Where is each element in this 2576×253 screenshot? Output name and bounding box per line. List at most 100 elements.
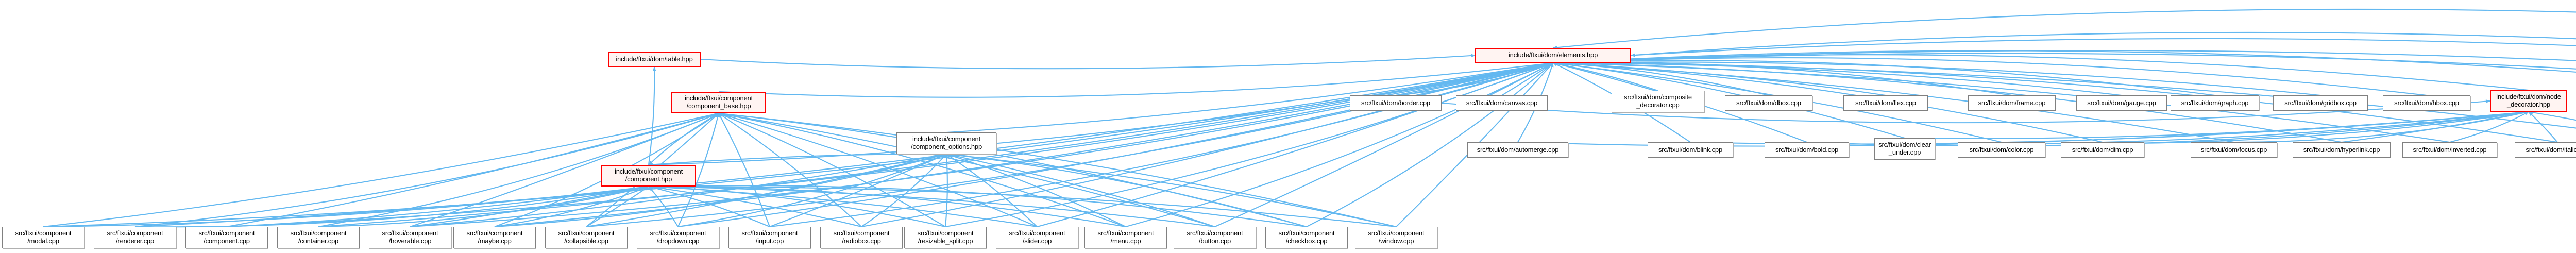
graph-edge <box>718 112 1038 227</box>
graph-edge <box>946 153 1307 228</box>
graph-node[interactable]: src/ftxui/dom/italic.cpp <box>2515 142 2576 158</box>
graph-node[interactable]: include/ftxui/component /component_optio… <box>896 132 996 154</box>
graph-node[interactable]: src/ftxui/component /radiobox.cpp <box>820 227 903 248</box>
graph-node[interactable]: src/ftxui/dom/clear _under.cpp <box>1874 138 1935 160</box>
graph-edge <box>2341 111 2529 143</box>
graph-edge <box>648 186 679 227</box>
graph-node[interactable]: src/ftxui/component /container.cpp <box>277 227 360 248</box>
graph-edge <box>677 154 947 228</box>
graph-node[interactable]: include/ftxui/dom/table.hpp <box>608 52 701 67</box>
graph-edge <box>718 113 862 227</box>
graph-edge <box>677 62 1554 228</box>
graph-edge <box>946 153 1126 227</box>
graph-node[interactable]: src/ftxui/dom/color.cpp <box>1958 142 2045 158</box>
graph-edge <box>134 185 649 228</box>
graph-node[interactable]: src/ftxui/dom/dim.cpp <box>2061 142 2144 158</box>
graph-edge <box>494 186 649 228</box>
graph-edge <box>718 112 1215 228</box>
graph-edge <box>648 184 946 228</box>
graph-edge <box>1631 38 2576 57</box>
graph-node[interactable]: src/ftxui/component /renderer.cpp <box>94 227 176 248</box>
graph-node[interactable]: src/ftxui/component /input.cpp <box>728 227 811 248</box>
graph-edge <box>718 112 1126 227</box>
graph-node[interactable]: src/ftxui/dom/hyperlink.cpp <box>2293 142 2391 158</box>
graph-edge <box>648 113 719 165</box>
graph-node[interactable]: src/ftxui/dom/bold.cpp <box>1765 142 1849 158</box>
graph-edge <box>1552 53 2576 70</box>
graph-node[interactable]: src/ftxui/dom/focus.cpp <box>2191 142 2277 158</box>
graph-edge <box>718 113 946 227</box>
graph-node[interactable]: src/ftxui/dom/gauge.cpp <box>2076 95 2167 111</box>
graph-edge <box>944 154 949 227</box>
graph-edge <box>1501 62 1554 96</box>
graph-edge <box>586 62 1554 228</box>
graph-edge <box>718 112 1307 228</box>
graph-edge <box>1552 57 2427 96</box>
graph-edge <box>226 62 1554 228</box>
graph-edge <box>494 153 947 228</box>
graph-node[interactable]: src/ftxui/component /hoverable.cpp <box>369 227 451 248</box>
graph-node[interactable]: src/ftxui/component /component.cpp <box>185 227 268 248</box>
graph-edge <box>1552 62 1658 91</box>
graph-edge <box>318 185 649 228</box>
graph-edge <box>946 153 1215 227</box>
graph-edge <box>1552 50 2576 73</box>
graph-node[interactable]: src/ftxui/dom/frame.cpp <box>1968 95 2056 111</box>
graph-edge <box>586 186 649 227</box>
graph-edge <box>1552 54 2529 91</box>
graph-node[interactable]: src/ftxui/dom/dbox.cpp <box>1725 95 1812 111</box>
graph-edge <box>410 185 649 228</box>
graph-edge <box>769 154 947 227</box>
graph-node[interactable]: src/ftxui/component /maybe.cpp <box>453 227 536 248</box>
graph-node[interactable]: src/ftxui/dom/border.cpp <box>1350 95 1442 111</box>
graph-edge <box>769 62 1554 228</box>
graph-edge <box>946 153 1397 228</box>
graph-node[interactable]: include/ftxui/dom/node _decorator.hpp <box>2490 90 2567 112</box>
graph-edge <box>700 54 1476 70</box>
graph-node[interactable]: src/ftxui/dom/inverted.cpp <box>2402 142 2497 158</box>
graph-node[interactable]: src/ftxui/component /window.cpp <box>1355 227 1437 248</box>
graph-edge <box>226 185 649 228</box>
graph-edge <box>1395 62 1554 96</box>
graph-node[interactable]: src/ftxui/component /slider.cpp <box>996 227 1078 248</box>
graph-edge <box>1631 31 2576 57</box>
graph-node[interactable]: src/ftxui/component /dropdown.cpp <box>637 227 719 248</box>
graph-edge <box>648 185 770 227</box>
graph-node[interactable]: src/ftxui/component /button.cpp <box>1174 227 1256 248</box>
graph-edge <box>648 184 1397 228</box>
graph-edge <box>648 185 862 228</box>
graph-edge <box>718 112 1397 228</box>
graph-node[interactable]: src/ftxui/component /collapsible.cpp <box>545 227 628 248</box>
graph-edge <box>2528 111 2558 143</box>
graph-edge <box>1904 110 2529 139</box>
graph-edge <box>1552 8 2576 49</box>
graph-edge <box>648 184 1215 228</box>
graph-edge <box>2233 111 2529 143</box>
graph-edge <box>945 62 1554 228</box>
graph-node[interactable]: src/ftxui/dom/hbox.cpp <box>2383 95 2470 111</box>
graph-node[interactable]: include/ftxui/dom/elements.hpp <box>1475 48 1631 63</box>
graph-edge <box>1690 110 2529 145</box>
graph-node[interactable]: src/ftxui/dom/graph.cpp <box>2171 95 2259 111</box>
graph-node[interactable]: src/ftxui/dom/canvas.cpp <box>1456 95 1548 111</box>
graph-node[interactable]: src/ftxui/dom/composite _decorator.cpp <box>1612 91 1704 112</box>
graph-edge <box>648 184 1307 228</box>
graph-node[interactable]: src/ftxui/dom/gridbox.cpp <box>2273 95 2368 111</box>
graph-edge <box>2449 111 2529 143</box>
graph-node[interactable]: src/ftxui/dom/flex.cpp <box>1843 95 1928 111</box>
graph-node[interactable]: src/ftxui/component /resizable_split.cpp <box>904 227 987 248</box>
graph-edge <box>946 154 1038 227</box>
graph-edge <box>1517 110 2529 147</box>
graph-node[interactable]: src/ftxui/dom/automerge.cpp <box>1467 142 1568 158</box>
graph-edge <box>494 62 1554 228</box>
graph-node[interactable]: src/ftxui/component /modal.cpp <box>2 227 84 248</box>
graph-node[interactable]: src/ftxui/dom/blink.cpp <box>1648 142 1733 158</box>
graph-edge <box>861 154 947 227</box>
graph-node[interactable]: include/ftxui/component /component_base.… <box>671 92 766 113</box>
graph-node[interactable]: src/ftxui/component /checkbox.cpp <box>1265 227 1348 248</box>
graph-node[interactable]: include/ftxui/component /component.hpp <box>601 165 696 187</box>
graph-edge <box>43 62 1554 228</box>
graph-node[interactable]: src/ftxui/component /menu.cpp <box>1084 227 1167 248</box>
